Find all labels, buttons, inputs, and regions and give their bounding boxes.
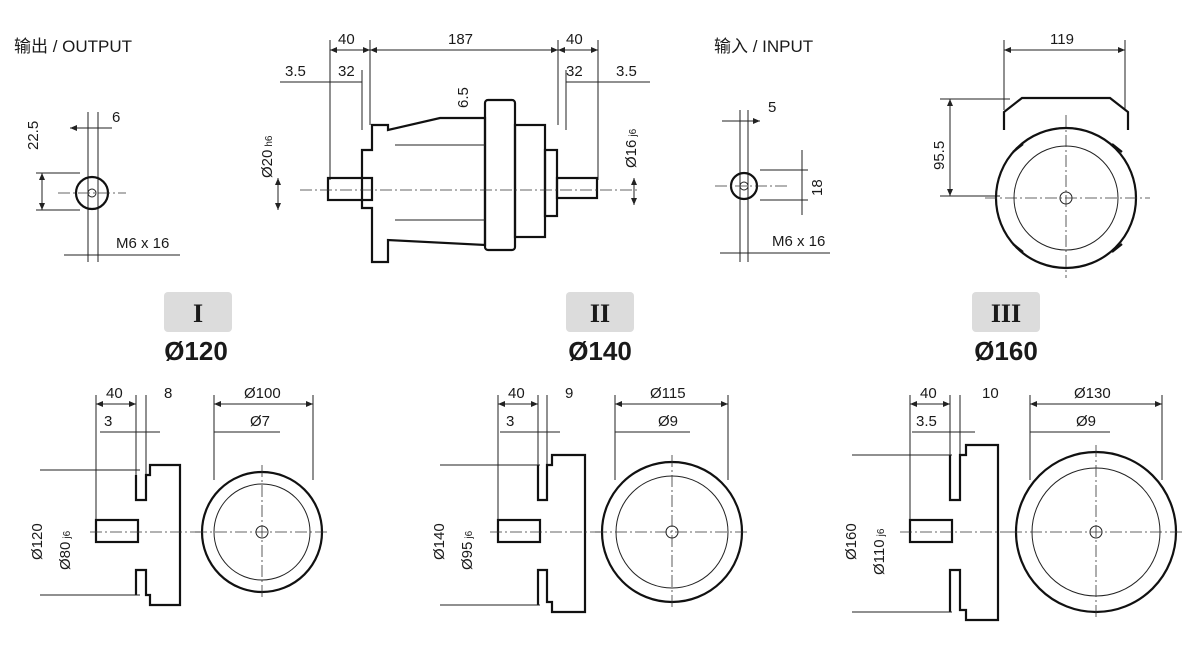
- dim-3-5-left: 3.5: [285, 63, 306, 80]
- motor-end-view: 119 95.5: [931, 31, 1150, 278]
- f3-pcd: Ø130: [1074, 385, 1111, 402]
- flange-variant-2: II Ø140 40 9 3 Ø140 Ø95j6 Ø115 Ø9: [431, 292, 750, 614]
- f1-hole: Ø7: [250, 413, 270, 430]
- roman-label-3: III: [991, 299, 1021, 328]
- f3-outer: Ø160: [843, 523, 860, 560]
- f3-spigot: Ø110j6: [871, 528, 888, 575]
- flange-dia-1: Ø120: [164, 336, 228, 366]
- f1-dim-b: 8: [164, 385, 172, 402]
- f1-dim-c: 3: [104, 413, 112, 430]
- dim-shaft-in: Ø16j6: [623, 128, 640, 168]
- f3-dim-b: 10: [982, 385, 999, 402]
- input-detail: 输入 / INPUT 5 18 M6 x 16: [714, 37, 830, 262]
- f1-dim-a: 40: [106, 385, 123, 402]
- badge-2: [566, 292, 634, 332]
- dim-6-5: 6.5: [455, 87, 472, 108]
- dim-32-right: 32: [566, 63, 583, 80]
- output-detail: 输出 / OUTPUT 6 22.5 M6 x 16: [14, 37, 180, 262]
- flange-variant-1: I Ø120 40 8 3 Ø120 Ø80j6 Ø100 Ø7: [29, 292, 330, 607]
- flange-dia-3: Ø160: [974, 336, 1038, 366]
- output-dim-6: 6: [112, 109, 120, 126]
- output-header: 输出 / OUTPUT: [14, 37, 132, 56]
- f2-shaft: [496, 518, 542, 544]
- f1-spigot: Ø80j6: [57, 530, 74, 570]
- f1-outer: Ø120: [29, 523, 46, 560]
- motor-dim-119: 119: [1050, 31, 1074, 48]
- dim-3-5-right: 3.5: [616, 63, 637, 80]
- roman-label-2: II: [590, 299, 610, 328]
- input-dim-5: 5: [768, 99, 776, 116]
- input-thread: M6 x 16: [772, 233, 825, 250]
- flange-dia-2: Ø140: [568, 336, 632, 366]
- dim-32-left: 32: [338, 63, 355, 80]
- f2-pcd: Ø115: [650, 385, 686, 402]
- f3-dim-c: 3.5: [916, 413, 937, 430]
- f2-spigot: Ø95j6: [459, 530, 476, 570]
- gearbox-center-flange: [483, 98, 517, 252]
- flange-variant-3: III Ø160 40 10 3.5 Ø160 Ø110j6 Ø130 Ø9: [843, 292, 1185, 622]
- f2-dim-a: 40: [508, 385, 525, 402]
- output-dim-22-5: 22.5: [25, 121, 42, 150]
- f3-hole: Ø9: [1076, 413, 1096, 430]
- f2-dim-b: 9: [565, 385, 573, 402]
- f1-pcd: Ø100: [244, 385, 281, 402]
- dim-40-left: 40: [338, 31, 355, 48]
- dim-shaft-out: Ø20h6: [259, 135, 276, 178]
- f1-shaft: [94, 518, 140, 544]
- output-thread: M6 x 16: [116, 235, 169, 252]
- input-dim-18: 18: [809, 179, 826, 196]
- motor-dim-95-5: 95.5: [931, 141, 948, 170]
- badge-1: [164, 292, 232, 332]
- gearbox-side-view: 40 187 40 3.5 32 32 3.5 6.5 Ø20h6 Ø16j6: [259, 31, 650, 264]
- f2-dim-c: 3: [506, 413, 514, 430]
- f3-shaft: [908, 518, 954, 544]
- f2-hole: Ø9: [658, 413, 678, 430]
- input-shaft: [555, 176, 599, 200]
- badge-3: [972, 292, 1040, 332]
- dim-187: 187: [448, 31, 473, 48]
- roman-label-1: I: [193, 299, 203, 328]
- input-header: 输入 / INPUT: [714, 37, 813, 56]
- f2-outer: Ø140: [431, 523, 448, 560]
- dim-40-right: 40: [566, 31, 583, 48]
- output-shaft: [326, 176, 374, 202]
- f3-dim-a: 40: [920, 385, 937, 402]
